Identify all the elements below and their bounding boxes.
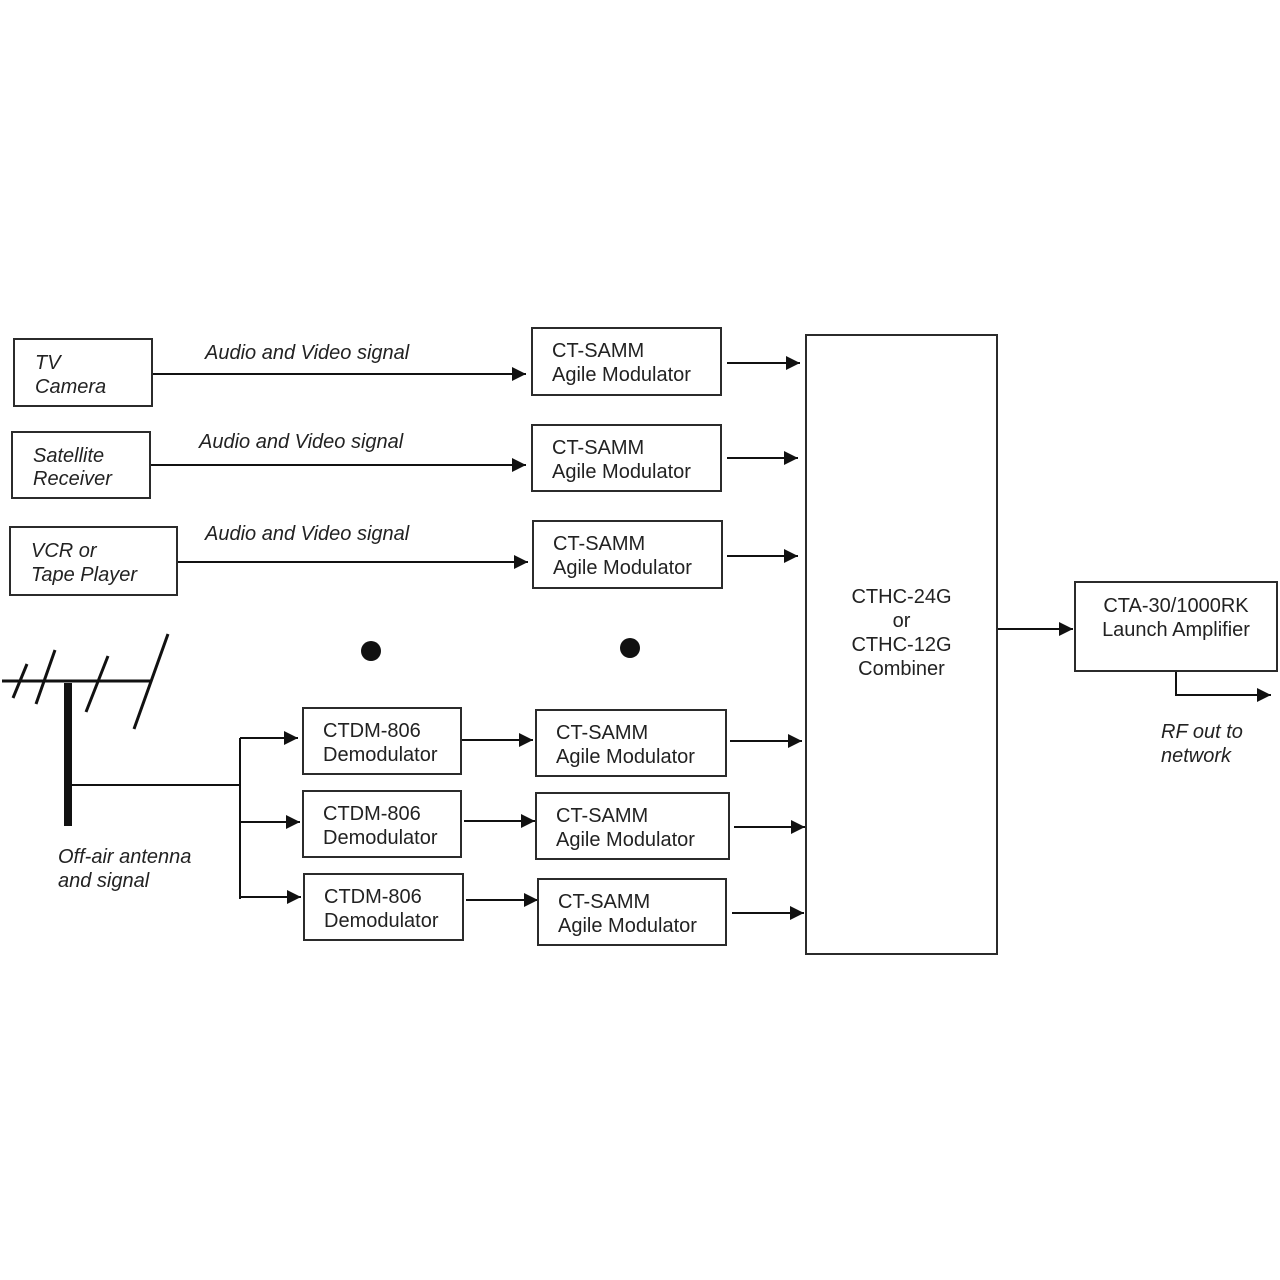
- modulator-model: CT-SAMM: [558, 891, 651, 913]
- tv-camera-line2: Camera: [35, 376, 107, 398]
- launch-amplifier-box: CTA-30/1000RK Launch Amplifier: [1074, 581, 1278, 672]
- modulator-type: Agile Modulator: [553, 557, 692, 579]
- modulator-type: Agile Modulator: [556, 829, 695, 851]
- vcr-line1: VCR or: [31, 540, 97, 562]
- combiner-or: or: [892, 610, 911, 632]
- vcr-tape-player-box: VCR or Tape Player: [9, 526, 178, 596]
- demodulator-type: Demodulator: [324, 910, 439, 932]
- rf-out-label-line1: RF out to: [1161, 721, 1243, 743]
- demodulator-model: CTDM-806: [324, 886, 422, 908]
- amplifier-type: Launch Amplifier: [1102, 619, 1250, 641]
- demodulator-box: CTDM-806 Demodulator: [302, 707, 462, 775]
- modulator-box: CT-SAMM Agile Modulator: [537, 878, 727, 946]
- modulator-model: CT-SAMM: [553, 533, 646, 555]
- ellipsis-dot-icon: [361, 641, 381, 661]
- combiner-type: Combiner: [858, 658, 945, 680]
- modulator-box: CT-SAMM Agile Modulator: [531, 424, 722, 492]
- satellite-receiver-line1: Satellite: [33, 445, 105, 467]
- rf-out-label-line2: network: [1161, 745, 1232, 767]
- ellipsis-dot-icon: [620, 638, 640, 658]
- modulator-box: CT-SAMM Agile Modulator: [535, 709, 727, 777]
- signal-label-vcr: Audio and Video signal: [205, 523, 410, 545]
- antenna-icon: [2, 633, 170, 826]
- combiner-box: CTHC-24G or CTHC-12G Combiner: [805, 334, 998, 955]
- signal-label-tv: Audio and Video signal: [205, 342, 410, 364]
- demodulator-type: Demodulator: [323, 827, 438, 849]
- modulator-model: CT-SAMM: [556, 722, 649, 744]
- demodulator-model: CTDM-806: [323, 720, 421, 742]
- satellite-receiver-line2: Receiver: [33, 468, 112, 490]
- modulator-model: CT-SAMM: [552, 437, 645, 459]
- modulator-box: CT-SAMM Agile Modulator: [531, 327, 722, 396]
- tv-camera-box: TV Camera: [13, 338, 153, 407]
- modulator-type: Agile Modulator: [556, 746, 695, 768]
- modulator-type: Agile Modulator: [552, 461, 691, 483]
- vcr-line2: Tape Player: [31, 564, 137, 586]
- modulator-box: CT-SAMM Agile Modulator: [532, 520, 723, 589]
- demodulator-type: Demodulator: [323, 744, 438, 766]
- signal-label-satellite: Audio and Video signal: [199, 431, 404, 453]
- modulator-box: CT-SAMM Agile Modulator: [535, 792, 730, 860]
- modulator-model: CT-SAMM: [556, 805, 649, 827]
- satellite-receiver-box: Satellite Receiver: [11, 431, 151, 499]
- demodulator-model: CTDM-806: [323, 803, 421, 825]
- modulator-model: CT-SAMM: [552, 340, 645, 362]
- combiner-model-24g: CTHC-24G: [851, 586, 952, 608]
- antenna-label-line2: and signal: [58, 870, 150, 892]
- amplifier-model: CTA-30/1000RK: [1103, 595, 1249, 617]
- demodulator-box: CTDM-806 Demodulator: [303, 873, 464, 941]
- modulator-type: Agile Modulator: [552, 364, 691, 386]
- modulator-type: Agile Modulator: [558, 915, 697, 937]
- arrow-rf-out: [1175, 671, 1271, 702]
- tv-camera-line1: TV: [35, 352, 61, 374]
- demodulator-box: CTDM-806 Demodulator: [302, 790, 462, 858]
- combiner-model-12g: CTHC-12G: [851, 634, 952, 656]
- antenna-label-line1: Off-air antenna: [58, 846, 192, 868]
